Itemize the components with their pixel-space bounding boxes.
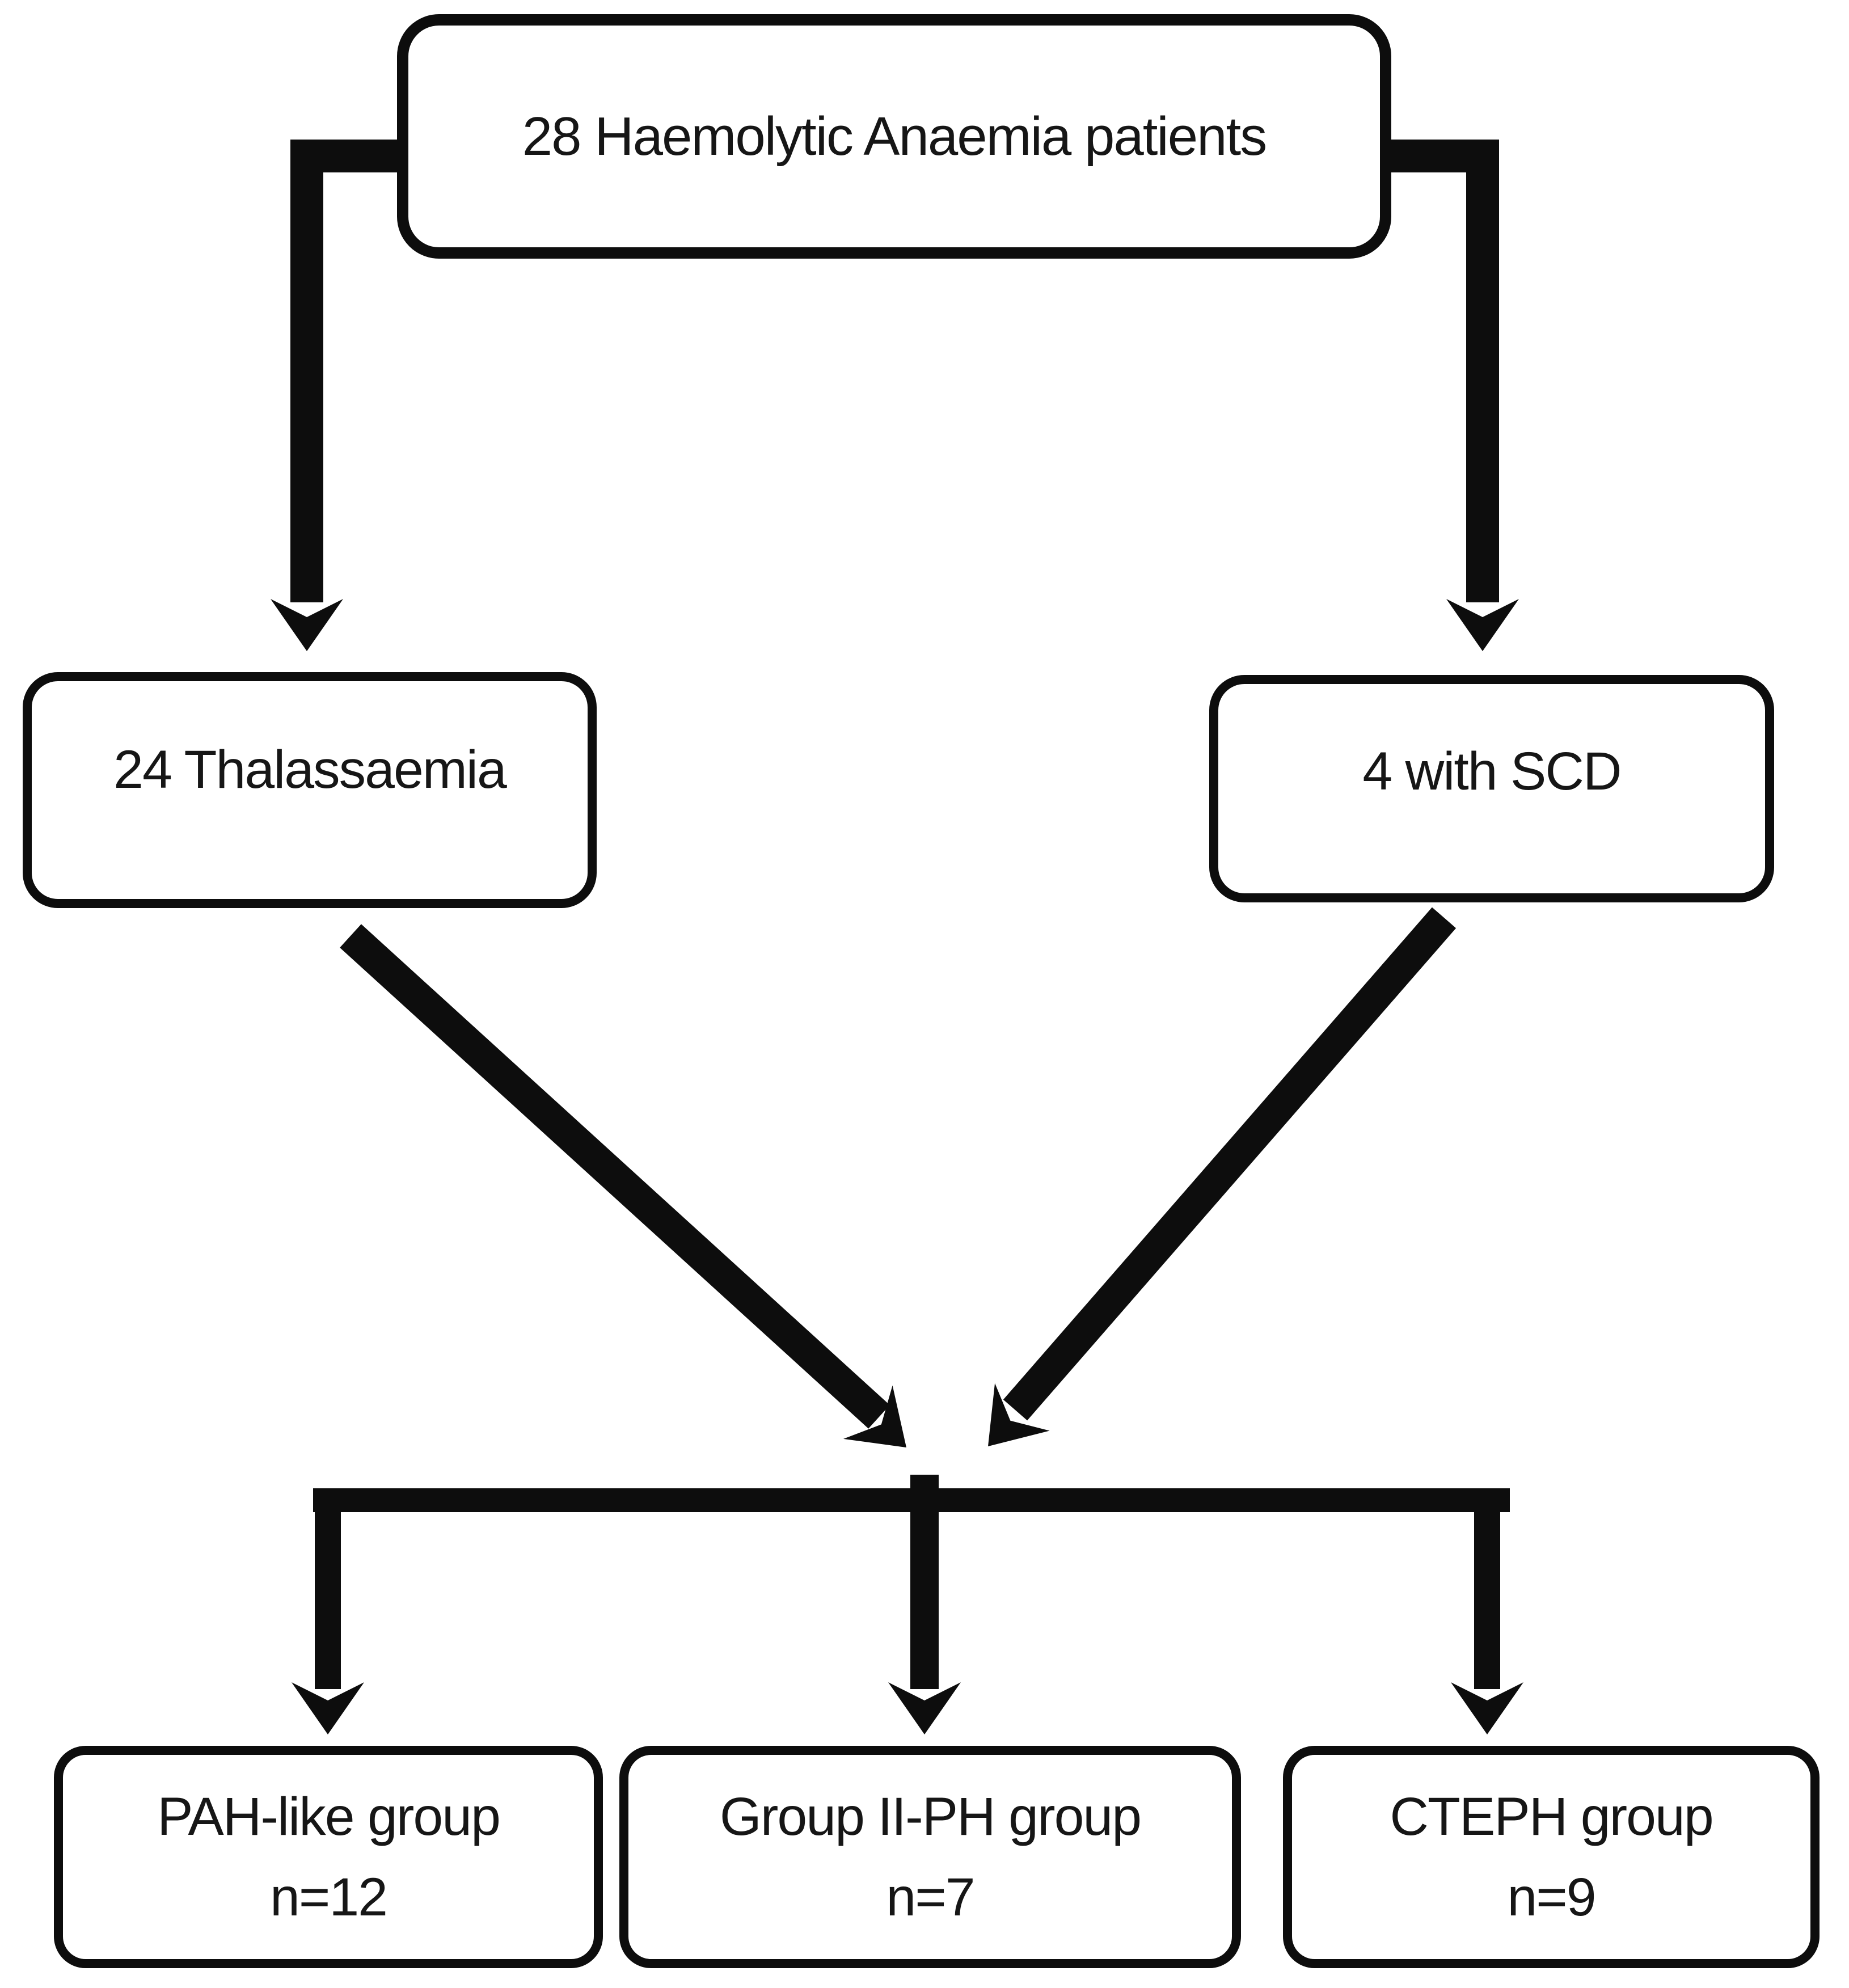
node-cteph-group-count: n=9 (1507, 1867, 1596, 1927)
node-group-ii-ph-group-label: Group II-PH group (719, 1786, 1142, 1847)
arrow-thalassaemia-to-merge (340, 924, 890, 1429)
node-pah-like-group: PAH-like group n=12 (54, 1746, 603, 1968)
arrowhead-bar-to-pah (292, 1682, 364, 1734)
arrowhead-bar-to-group2ph (888, 1682, 961, 1734)
arrowhead-bar-to-cteph (1451, 1682, 1523, 1734)
node-group-ii-ph-group: Group II-PH group n=7 (619, 1746, 1241, 1968)
arrow-root-to-scd (1386, 140, 1499, 602)
node-scd: 4 with SCD (1209, 675, 1774, 902)
arrow-root-to-thalassaemia (290, 140, 403, 602)
arrowhead-root-to-thalassaemia (271, 599, 343, 651)
node-haemolytic-anaemia-patients-label: 28 Haemolytic Anaemia patients (522, 105, 1267, 167)
node-thalassaemia: 24 Thalassaemia (23, 672, 597, 908)
node-scd-label: 4 with SCD (1362, 741, 1622, 801)
node-cteph-group-label: CTEPH group (1390, 1786, 1713, 1847)
node-pah-like-group-label: PAH-like group (157, 1786, 501, 1847)
node-cteph-group: CTEPH group n=9 (1283, 1746, 1820, 1968)
arrowhead-root-to-scd (1446, 599, 1519, 651)
node-haemolytic-anaemia-patients: 28 Haemolytic Anaemia patients (397, 14, 1391, 259)
node-thalassaemia-label: 24 Thalassaemia (113, 740, 507, 800)
node-pah-like-group-count: n=12 (270, 1867, 388, 1927)
arrow-scd-to-merge (1003, 907, 1457, 1421)
node-group-ii-ph-group-count: n=7 (886, 1867, 975, 1927)
